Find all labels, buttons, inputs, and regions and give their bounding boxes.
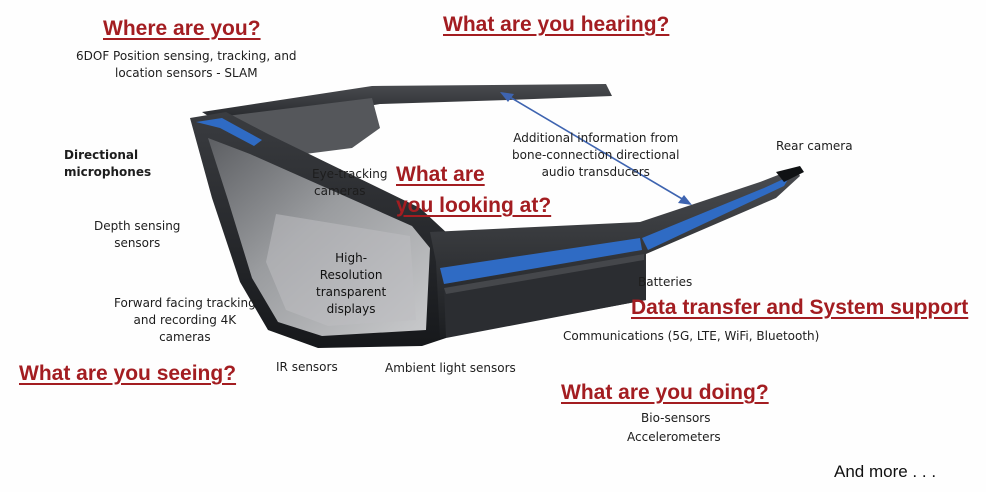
heading-what-are-you-doing: What are you doing? xyxy=(561,381,769,404)
label-and-more: And more . . . xyxy=(834,462,937,481)
label-communications: Communications (5G, LTE, WiFi, Bluetooth… xyxy=(563,329,820,343)
label-ambient-light: Ambient light sensors xyxy=(385,361,516,375)
temple-blue-stripe-rear xyxy=(642,176,790,250)
label-depth-sensing: Depth sensing sensors xyxy=(94,219,181,250)
label-forward-cameras: Forward facing tracking and recording 4K… xyxy=(114,296,256,344)
label-rear-camera: Rear camera xyxy=(776,139,853,153)
label-displays: High- Resolution transparent displays xyxy=(316,251,387,316)
heading-what-are-you-hearing: What are you hearing? xyxy=(443,13,670,36)
heading-what-are-you-seeing: What are you seeing? xyxy=(19,362,237,385)
heading-data-transfer: Data transfer and System support xyxy=(631,296,969,319)
label-bio-sensors: Bio-sensors xyxy=(641,411,711,425)
label-directional-microphones: Directional microphones xyxy=(64,148,152,179)
heading-what-are-you-looking-at-line2: you looking at? xyxy=(396,194,552,217)
label-eye-tracking: Eye-tracking cameras xyxy=(312,167,388,198)
label-ir-sensors: IR sensors xyxy=(276,360,338,374)
label-accelerometers: Accelerometers xyxy=(627,430,721,444)
label-position-sensing: 6DOF Position sensing, tracking, and loc… xyxy=(76,49,297,80)
label-bone-conduction: Additional information from bone-connect… xyxy=(512,131,680,179)
temple-blue-stripe xyxy=(440,238,642,284)
label-batteries: Batteries xyxy=(638,275,693,289)
heading-where-are-you: Where are you? xyxy=(103,17,261,40)
temple-tip xyxy=(776,166,804,182)
frame-blue-accent xyxy=(196,118,262,146)
heading-what-are-you-looking-at-line1: What are xyxy=(396,163,485,186)
hinge-block xyxy=(444,254,646,338)
